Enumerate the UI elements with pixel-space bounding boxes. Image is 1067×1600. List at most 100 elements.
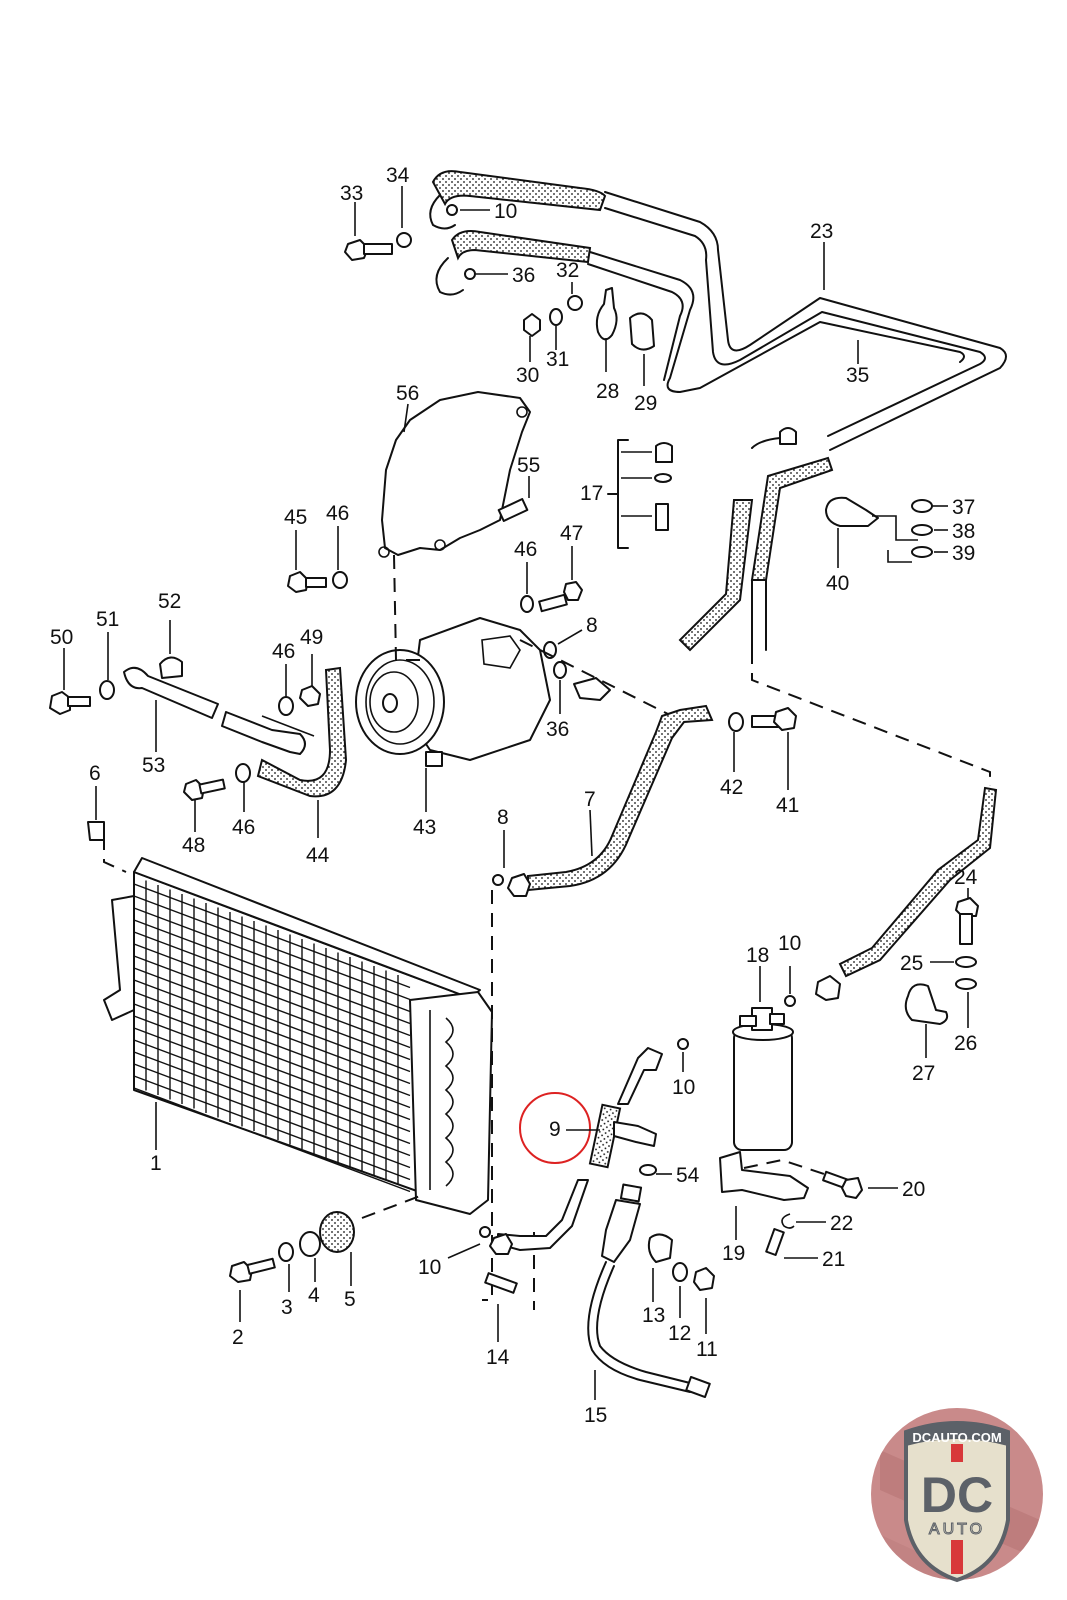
part-52-cap [159,656,183,679]
callout-8: 8 [497,806,509,829]
callout-10: 10 [672,1076,695,1099]
callout-49: 49 [300,626,323,649]
part-19-bracket [719,1151,809,1201]
part-55-sleeve [497,498,529,522]
part-24-bolt [959,913,973,945]
part-46-washer-d [235,763,251,783]
part-8-ring-b [492,874,504,886]
part-49-nut [299,685,321,707]
callout-46: 46 [232,816,255,839]
callout-43: 43 [413,816,436,839]
callout-39: 39 [952,542,975,565]
part-38-washer [911,524,933,536]
callout-10: 10 [418,1256,441,1279]
part-43-compressor [355,617,551,767]
part-4-bushing [299,1231,321,1257]
callout-25: 25 [900,952,923,975]
part-53-line-b [221,711,306,755]
callout-56: 56 [396,382,419,405]
part-47-bolt [538,593,568,613]
suction-hose [678,499,754,652]
part-46-washer-a [332,571,348,589]
callout-5: 5 [344,1288,356,1311]
condenser-fin-h [133,1015,411,1121]
part-2-bolt-head [229,1261,253,1283]
callout-45: 45 [284,506,307,529]
part-48-bolt-shank [198,778,226,795]
logo-subtext: AUTO [929,1521,985,1538]
callout-17: 17 [580,482,603,505]
part-45-bolt-shank [305,577,327,588]
compressor-fitting [573,677,611,701]
callout-31: 31 [546,348,569,371]
part-36-ring [464,268,476,280]
part-47-bolt-head [563,581,583,601]
part-31-washer [549,308,563,326]
callout-1: 1 [150,1152,162,1175]
callout-48: 48 [182,834,205,857]
callout-46: 46 [272,640,295,663]
callout-9[interactable]: 9 [549,1118,561,1141]
callout-11: 11 [696,1338,718,1361]
callout-32: 32 [556,259,579,282]
part-50-bolt-shank [67,696,91,707]
receiver-hose-nut [815,975,841,1001]
callout-7: 7 [584,788,596,811]
callout-29: 29 [634,392,657,415]
callout-4: 4 [308,1284,320,1307]
part-27-clamp [904,983,949,1025]
callout-51: 51 [96,608,119,631]
logo-stripe-bottom [951,1540,963,1574]
part-36-ring-b [553,661,567,679]
callout-6: 6 [89,762,101,785]
condenser-fin-h [133,1063,411,1169]
callout-33: 33 [340,182,363,205]
part-22-clip [781,1213,795,1229]
callout-50: 50 [50,626,73,649]
callout-18: 18 [746,944,769,967]
callout-37: 37 [952,496,975,519]
part-20-screw-head [841,1177,863,1199]
part-18-receiver-drier [732,1007,794,1151]
callout-14: 14 [486,1346,510,1369]
part-56-bracket [381,391,531,556]
part-46-washer-b [520,595,534,613]
callout-10: 10 [778,932,801,955]
callout-20: 20 [902,1178,925,1201]
callout-12: 12 [668,1322,691,1345]
callout-24: 24 [954,866,978,889]
callout-22: 22 [830,1212,853,1235]
part-24-bolt-head [955,897,979,917]
condenser-fin-h [133,1087,411,1193]
condenser-fin-h [133,943,411,1049]
callout-36: 36 [546,718,569,741]
dcauto-logo-badge[interactable]: DCAUTO.COM DC AUTO [870,1408,1043,1590]
part-28-clamp [595,287,618,341]
receiver-hose [838,786,998,978]
part-9-service-port [613,1121,657,1147]
part-25-washer [955,956,977,968]
callout-52: 52 [158,590,181,613]
part-54-ring [639,1164,657,1176]
callout-23: 23 [810,220,833,243]
callout-53: 53 [142,754,165,777]
logo-initials: DC [921,1467,993,1523]
part-1-condenser [103,857,493,1215]
condenser-fin-h [133,907,411,1013]
callout-26: 26 [954,1032,977,1055]
part-26-washer [955,978,977,990]
part-10-ring-d [479,1226,491,1238]
callout-47: 47 [560,522,583,545]
callout-46: 46 [326,502,349,525]
callout-27: 27 [912,1062,935,1085]
part-39-washer [911,546,933,558]
part-15-pressure-switch [587,1183,711,1398]
upper-hose-assembly [429,170,1007,451]
logo-stripe-top [951,1444,963,1462]
condenser-fin-h [133,1039,411,1145]
callout-labels: 33 34 10 36 32 30 31 28 29 23 35 56 55 1… [50,164,978,1427]
callout-42: 42 [720,776,743,799]
callout-28: 28 [596,380,619,403]
part-29-grommet [629,312,655,351]
